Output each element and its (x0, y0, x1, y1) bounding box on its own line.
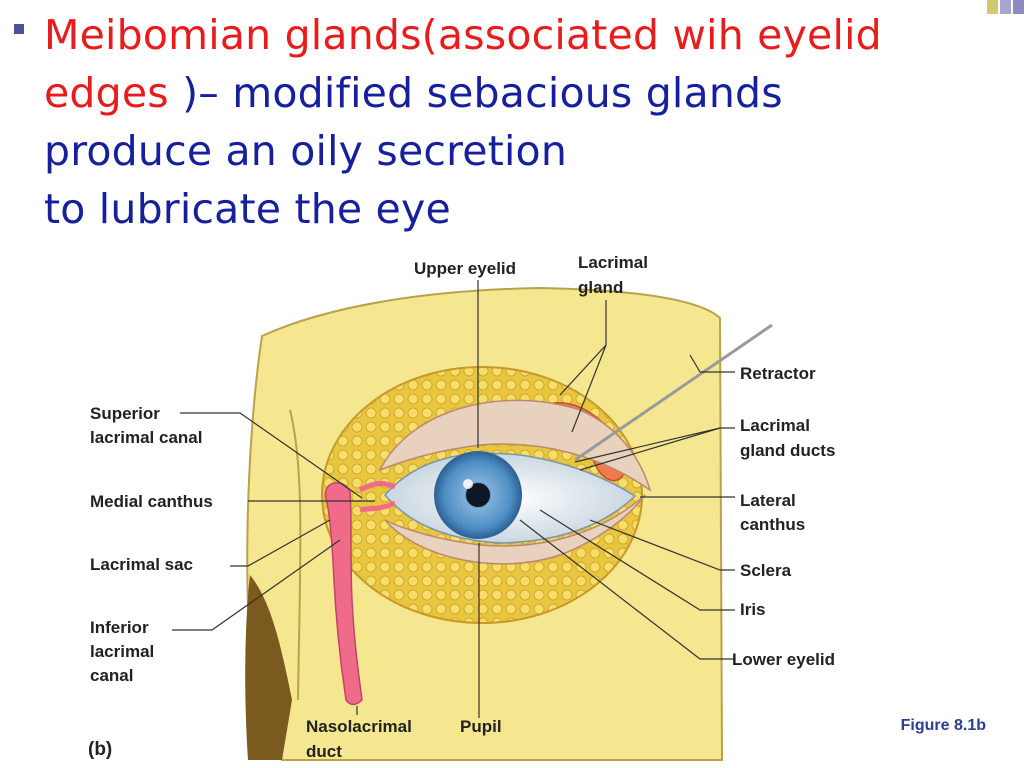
label-lacrimal-ducts-1: Lacrimal (740, 416, 810, 435)
label-inferior-canal-1: Inferior (90, 618, 149, 637)
corner-accent-yellow (987, 0, 998, 14)
corner-accent-purple (1013, 0, 1024, 14)
lacrimal-sac-duct (324, 482, 363, 706)
label-lateral-canthus-1: Lateral (740, 491, 796, 510)
slide-text: Meibomian glands(associated wih eyelid e… (44, 6, 974, 238)
label-lateral-canthus-2: canthus (740, 515, 805, 534)
text-line-2: edges )– modified sebacious glands (44, 64, 974, 122)
label-inferior-canal-3: canal (90, 666, 133, 685)
bone-shadow (245, 575, 292, 760)
bullet-paragraph: Meibomian glands(associated wih eyelid e… (14, 6, 974, 238)
label-nasolacrimal-2: duct (306, 742, 342, 761)
panel-label: (b) (88, 739, 112, 760)
label-superior-canal-2: lacrimal canal (90, 428, 202, 447)
figure-caption: Figure 8.1b (900, 717, 986, 734)
retractor-instrument (574, 323, 773, 462)
label-inferior-canal-2: lacrimal (90, 642, 154, 661)
upper-eyelid-shape (378, 399, 652, 492)
label-lacrimal-gland-2: gland (578, 278, 623, 297)
pupil-shape (466, 483, 490, 507)
label-sclera: Sclera (740, 561, 792, 580)
label-lacrimal-sac: Lacrimal sac (90, 555, 193, 574)
corner-accent-lavender (1000, 0, 1011, 14)
label-medial-canthus: Medial canthus (90, 492, 213, 511)
label-pupil: Pupil (460, 717, 502, 736)
nasal-bone (289, 409, 302, 701)
label-upper-eyelid: Upper eyelid (414, 259, 516, 278)
leader-lines (172, 280, 735, 718)
text-blue-modified: )– modified sebacious glands (182, 69, 783, 117)
eye-highlight (463, 479, 473, 489)
lower-eyelid-shape (384, 494, 646, 565)
label-lower-eyelid: Lower eyelid (732, 650, 835, 669)
label-retractor: Retractor (740, 364, 816, 383)
label-iris: Iris (740, 600, 766, 619)
text-line-1: Meibomian glands(associated wih eyelid (44, 11, 882, 59)
square-bullet-icon (14, 24, 24, 34)
label-lacrimal-ducts-2: gland ducts (740, 441, 835, 460)
label-nasolacrimal-1: Nasolacrimal (306, 717, 412, 736)
lacrimal-canals (358, 481, 397, 513)
text-line-3: produce an oily secretion (44, 127, 568, 175)
label-superior-canal-1: Superior (90, 404, 160, 423)
text-red-edges: edges (44, 69, 183, 117)
text-line-4: to lubricate the eye (44, 185, 451, 233)
label-lacrimal-gland-1: Lacrimal (578, 253, 648, 272)
